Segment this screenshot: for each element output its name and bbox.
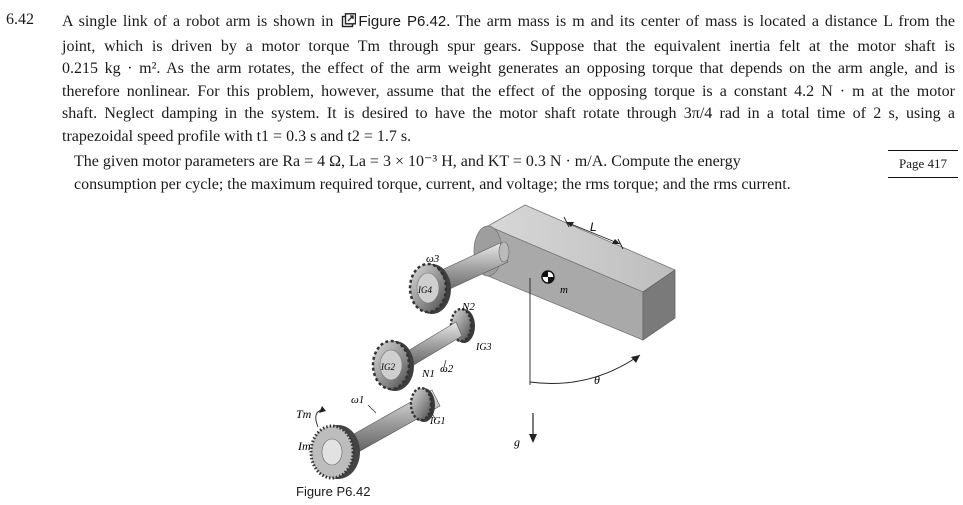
- paragraph2-line-1: The given motor parameters are Ra = 4 Ω,…: [74, 153, 741, 170]
- problem-paragraph: A single link of a robot arm is shown in…: [62, 11, 955, 149]
- label-m: m: [560, 284, 568, 296]
- gravity-arrow: [529, 413, 537, 443]
- line-1-prefix: A single link of a robot arm is shown in: [62, 13, 334, 30]
- label-tm: Tm: [296, 407, 312, 421]
- label-n2: N2: [461, 301, 475, 313]
- label-ig3: IG3: [475, 342, 492, 353]
- motor: [309, 424, 360, 480]
- paragraph-line-1: A single link of a robot arm is shown in…: [62, 11, 955, 36]
- label-omega3: ω3: [426, 253, 440, 265]
- robot-arm-figure: ω3 IG4 N2 IG3 ω2 IG2 N1 ω1 IG1 Tm Im L m…: [296, 204, 676, 480]
- label-omega2: ω2: [440, 363, 454, 375]
- paragraph-line-2: joint, which is driven by a motor torque…: [62, 37, 955, 55]
- motor-parameters-paragraph: The given motor parameters are Ra = 4 Ω,…: [74, 151, 864, 196]
- label-im: Im: [297, 439, 311, 453]
- robot-arm-diagram: ω3 IG4 N2 IG3 ω2 IG2 N1 ω1 IG1 Tm Im L m…: [270, 195, 710, 485]
- center-of-mass-marker: [541, 270, 555, 284]
- gear-g4: [408, 262, 451, 314]
- motor-torque-arrow: [315, 406, 326, 428]
- label-theta: θ: [594, 373, 600, 387]
- label-l: L: [590, 220, 597, 234]
- paragraph-line-5: shaft. Neglect damping in the system. It…: [62, 105, 955, 123]
- paragraph-line-4: therefore nonlinear. For this problem, h…: [62, 82, 955, 100]
- label-g: g: [514, 435, 520, 449]
- paragraph2-line-2: consumption per cycle; the maximum requi…: [74, 175, 791, 193]
- gear-g1: [409, 386, 435, 422]
- angle-indicator: [529, 278, 641, 385]
- label-n1: N1: [421, 368, 435, 380]
- length-dimension: [563, 216, 624, 250]
- external-link-icon: [341, 13, 357, 36]
- figure-link[interactable]: Figure P6.42: [358, 13, 447, 30]
- paragraph-line-6: trapezoidal speed profile with t1 = 0.3 …: [62, 127, 412, 145]
- label-ig2: IG2: [380, 362, 395, 372]
- label-omega1: ω1: [351, 394, 364, 406]
- paragraph-line-3: 0.215 kg · m². As the arm rotates, the e…: [62, 60, 955, 78]
- leader-lines: [367, 266, 447, 421]
- problem-number: 6.42: [6, 11, 34, 28]
- page-reference: Page 417: [888, 150, 958, 178]
- gear-g2: [371, 339, 414, 391]
- label-ig1: IG1: [429, 416, 446, 427]
- figure-caption: Figure P6.42: [296, 484, 371, 499]
- label-ig4: IG4: [417, 285, 432, 295]
- line-1-suffix: . The arm mass is m and its center of ma…: [446, 13, 956, 30]
